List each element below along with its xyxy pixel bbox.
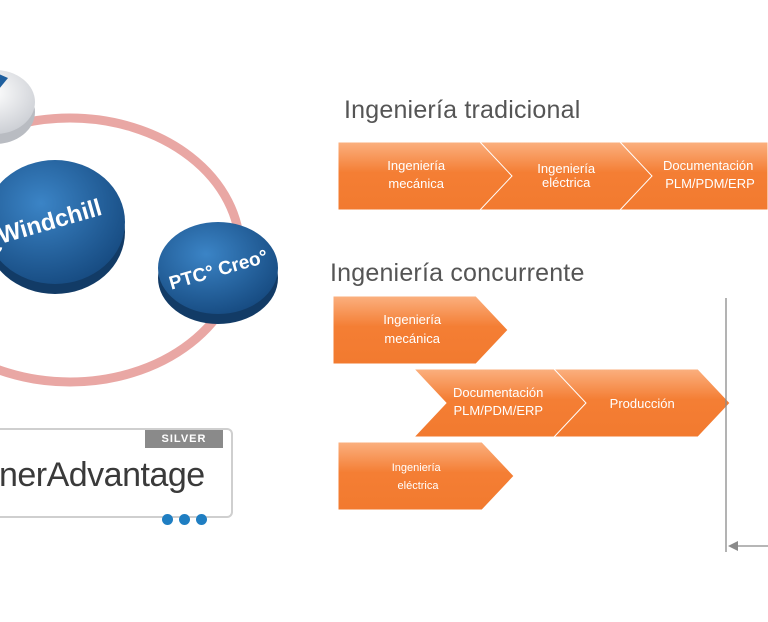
windchill-disc: Windchill C xyxy=(0,160,125,294)
concurrent-step-3-line1: Producción xyxy=(610,396,675,411)
traditional-step-3-arrow xyxy=(618,141,768,211)
concurrent-step-2-line2: PLM/PDM/ERP xyxy=(454,403,543,418)
white-disc xyxy=(0,70,35,144)
product-ring-graphic: Windchill C PTC° Creo° xyxy=(0,70,278,387)
concurrent-step-4-arrow xyxy=(337,441,515,511)
concurrent-step-1-arrow xyxy=(332,295,509,365)
partner-advantage-badge: SILVER tnerAdvantage xyxy=(0,428,235,525)
badge-dot-3 xyxy=(196,514,207,525)
concurrent-step-1-line2: mecánica xyxy=(384,331,440,346)
concurrent-flow: Ingeniería mecánica Documentación PLM/PD… xyxy=(332,295,731,511)
traditional-flow: Ingeniería mecánica Ingeniería eléctrica… xyxy=(337,141,768,211)
svg-text:Ingeniería mecánica: Ingeniería mecánica Ingeniería eléctrica… xyxy=(387,158,757,191)
time-marker xyxy=(725,298,768,552)
concurrent-step-4-line1: Ingeniería xyxy=(392,462,442,474)
badge-frame xyxy=(0,428,233,518)
concurrent-step-4-line2: eléctrica xyxy=(398,480,440,492)
badge-dot-1 xyxy=(162,514,173,525)
creo-disc: PTC° Creo° xyxy=(158,222,278,324)
concurrent-step-3-arrow xyxy=(552,368,731,438)
badge-program-name: tnerAdvantage xyxy=(0,456,205,494)
time-marker-arrowhead xyxy=(728,541,738,551)
traditional-engineering-title: Ingeniería tradicional xyxy=(344,96,581,124)
concurrent-engineering-title: Ingeniería concurrente xyxy=(330,259,585,287)
traditional-step-1-line1: Ingeniería xyxy=(387,158,446,173)
svg-text:Ingeniería mecánica: Ingeniería mecánica Documentación PLM/PD… xyxy=(383,312,678,492)
traditional-step-3-line1: Documentación xyxy=(663,158,753,173)
badge-dot-2 xyxy=(179,514,190,525)
traditional-step-3-line2: PLM/PDM/ERP xyxy=(665,176,755,191)
traditional-step-1-line2: mecánica xyxy=(388,176,444,191)
badge-tier-label: SILVER xyxy=(145,430,223,448)
traditional-step-2-line1: Ingeniería xyxy=(537,161,596,176)
concurrent-step-2-line1: Documentación xyxy=(453,385,543,400)
traditional-step-2-line2: eléctrica xyxy=(542,175,591,190)
concurrent-step-1-line1: Ingeniería xyxy=(383,312,442,327)
